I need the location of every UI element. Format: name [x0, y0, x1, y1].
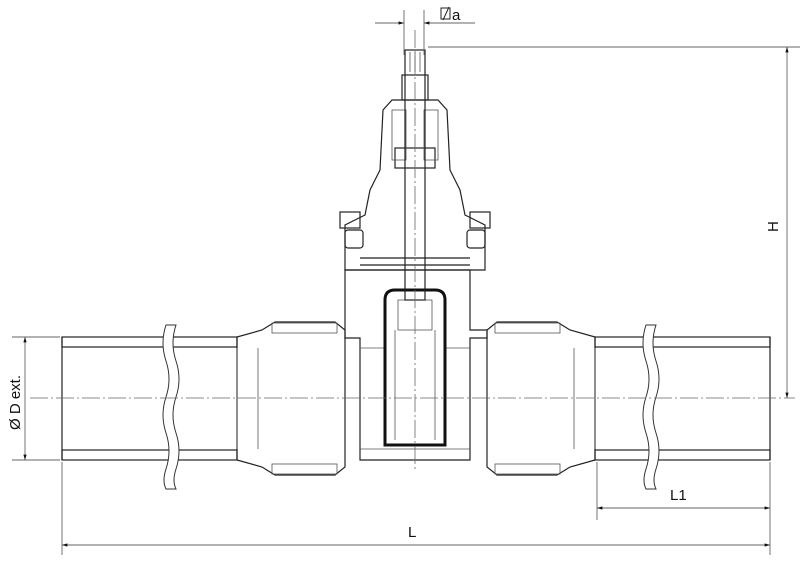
- pipe-left: [61, 336, 238, 461]
- label-l: L: [408, 524, 416, 541]
- coupling-right: [486, 321, 596, 476]
- diameter-symbol: Ø: [7, 418, 24, 430]
- label-l1: L1: [670, 487, 687, 504]
- label-height: H: [765, 221, 782, 232]
- coupling-left: [236, 321, 346, 476]
- pipe-right: [594, 336, 771, 461]
- dimension-square-a: a: [375, 6, 475, 55]
- pipe-break-marks: [162, 324, 660, 490]
- dimension-l1: L1: [596, 462, 771, 555]
- svg-text:Ø D ext.: Ø D ext.: [7, 375, 24, 430]
- dimension-diameter: Ø D ext.: [7, 336, 60, 461]
- valve-body: [344, 269, 488, 461]
- dimension-l: L: [61, 462, 770, 555]
- label-square-a: a: [452, 7, 461, 24]
- dimension-height: H: [428, 46, 800, 398]
- label-diameter: D ext.: [7, 375, 24, 414]
